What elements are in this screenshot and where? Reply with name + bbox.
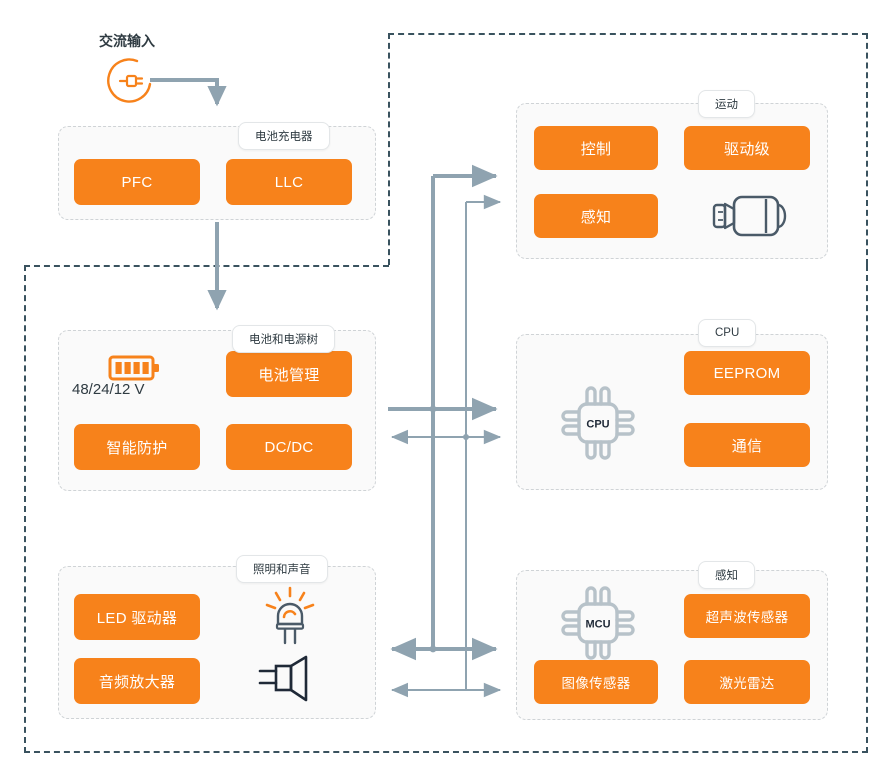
- group-label-cpu: CPU: [698, 319, 757, 347]
- bus-junction-dot: [429, 405, 437, 413]
- led-lamp-icon: [262, 586, 318, 648]
- speaker-icon: [258, 655, 322, 707]
- block-eeprom[interactable]: EEPROM: [684, 351, 810, 395]
- block-llc[interactable]: LLC: [226, 159, 352, 205]
- block-battery-management[interactable]: 电池管理: [226, 351, 352, 397]
- block-pfc[interactable]: PFC: [74, 159, 200, 205]
- ac-input-title: 交流输入: [99, 33, 155, 49]
- wire-ac-to-charger: [150, 78, 227, 107]
- bus-junction-dot: [463, 434, 469, 440]
- block-led-driver[interactable]: LED 驱动器: [74, 594, 200, 640]
- group-label-lighting-sound: 照明和声音: [236, 555, 328, 583]
- system-boundary-top-left-edge: [24, 265, 389, 267]
- ac-plug-icon: [106, 56, 160, 106]
- block-sensing[interactable]: 感知: [534, 194, 658, 238]
- motor-icon: [706, 188, 792, 244]
- mcu-chip-icon: MCU: [556, 582, 640, 664]
- battery-voltage-label: 48/24/12 V: [72, 381, 145, 398]
- group-label-battery-charger: 电池充电器: [238, 122, 330, 150]
- cpu-chip-text: CPU: [586, 419, 609, 431]
- group-label-motion: 运动: [698, 90, 755, 118]
- block-smart-protection[interactable]: 智能防护: [74, 424, 200, 470]
- group-label-battery-power-tree: 电池和电源树: [232, 325, 335, 353]
- group-label-perception: 感知: [698, 561, 755, 589]
- block-audio-amplifier[interactable]: 音频放大器: [74, 658, 200, 704]
- block-dcdc[interactable]: DC/DC: [226, 424, 352, 470]
- block-ultrasonic-sensor[interactable]: 超声波传感器: [684, 594, 810, 638]
- mcu-chip-text: MCU: [585, 619, 610, 631]
- block-gate-driver[interactable]: 驱动级: [684, 126, 810, 170]
- block-image-sensor[interactable]: 图像传感器: [534, 660, 658, 704]
- block-control[interactable]: 控制: [534, 126, 658, 170]
- battery-icon: [108, 353, 164, 383]
- group-lighting-sound: [58, 566, 376, 719]
- block-lidar[interactable]: 激光雷达: [684, 660, 810, 704]
- cpu-chip-icon: CPU: [556, 382, 640, 464]
- block-communication[interactable]: 通信: [684, 423, 810, 467]
- bus-junction-dot: [429, 645, 437, 653]
